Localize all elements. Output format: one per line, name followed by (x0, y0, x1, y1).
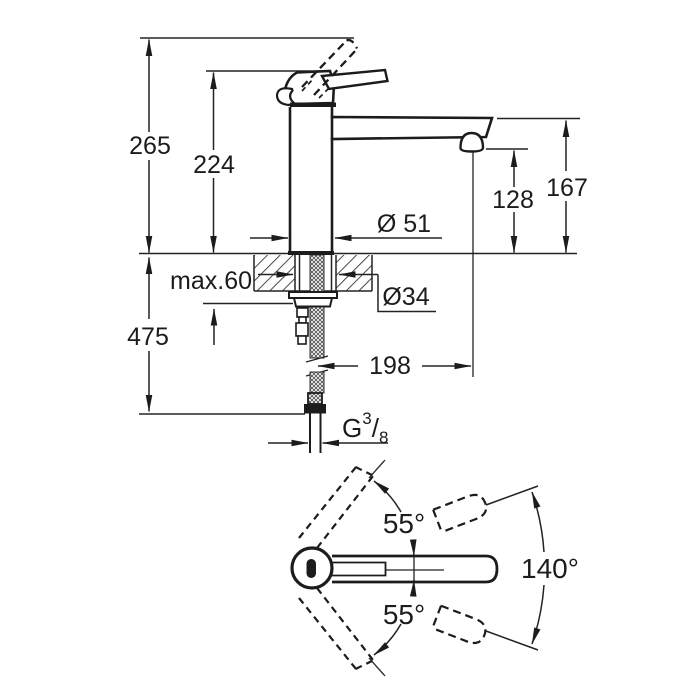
faucet-body (275, 38, 494, 377)
dim-34-label: Ø34 (382, 283, 429, 311)
spout-arm (330, 115, 494, 141)
thread-denominator: 8 (379, 428, 388, 447)
dimension-handle-angle-upper: 55° (298, 459, 425, 557)
dimension-thread-size: G3/8 (268, 409, 388, 447)
fixing-stud-segment (297, 335, 307, 345)
dim-198-label: 198 (369, 352, 411, 380)
lever-rotated-down-dashed (298, 587, 374, 670)
dim-max60-label: max.60 (170, 267, 252, 295)
fixing-stud-segment (296, 307, 309, 318)
dim-265-label: 265 (129, 132, 171, 160)
lever-handle (320, 68, 389, 91)
dimension-overall-height: 265 (129, 37, 354, 253)
dimension-hose-length: 475 (127, 257, 305, 415)
dimension-outlet-height: 128 (486, 148, 534, 253)
threaded-shank-walls (294, 255, 337, 291)
side-view: 265 224 167 128 (127, 37, 588, 453)
worktop-hatch-right (336, 255, 372, 291)
dim-128-label: 128 (492, 186, 534, 214)
body-base-seal (288, 251, 334, 255)
thread-slash: / (372, 413, 380, 443)
top-view: 55° 55° 140° (290, 459, 579, 677)
lever-plan-outline (332, 561, 387, 577)
dim-475-label: 475 (127, 323, 169, 351)
braided-hose-lower (309, 371, 325, 394)
aerator-outlet (459, 131, 485, 153)
dimension-spout-top-height: 167 (497, 117, 588, 253)
swivel-limit-rays (485, 485, 539, 651)
dim-55-upper-label: 55° (383, 508, 425, 539)
dimension-swivel-range: 140° (431, 485, 579, 651)
dimension-max-deck-thickness: max.60 (170, 267, 293, 345)
lever-rotated-up-dashed (298, 466, 374, 549)
dim-thread-label: G3/8 (342, 409, 388, 447)
thread-prefix: G (342, 413, 362, 443)
cartridge-slot (306, 559, 316, 578)
hose-connector-nut (304, 404, 326, 414)
handle-joint-band (290, 102, 336, 107)
fixing-stud-segment (295, 322, 309, 337)
dimensions-side-view: 265 224 167 128 (127, 37, 588, 447)
fixing-stud-segment (298, 316, 307, 324)
dimension-handle-angle-lower: 55° (298, 579, 425, 677)
connection-tube (309, 413, 322, 453)
dimension-hole-diameter: Ø34 (258, 271, 436, 313)
body-column-fill (290, 107, 332, 254)
handle-front-tip (275, 87, 297, 107)
worktop-hatch-left (254, 255, 295, 291)
dimension-body-diameter: Ø 51 (250, 210, 442, 242)
dimension-spout-reach: 198 (317, 352, 472, 380)
spout-rotated-up-dashed (432, 493, 488, 534)
dim-55-lower-label: 55° (383, 599, 425, 630)
spout-rotated-down-dashed (431, 604, 487, 645)
thread-numerator: 3 (362, 409, 371, 428)
mounting-nut-body (292, 297, 334, 308)
handle-base-hidden-edges (301, 77, 332, 99)
dim-224-label: 224 (193, 151, 235, 179)
dimension-body-height: 224 (193, 70, 322, 253)
dim-51-label: Ø 51 (377, 210, 431, 238)
dim-140-label: 140° (521, 553, 579, 584)
hose-end-fitting (307, 392, 323, 405)
dim-167-label: 167 (546, 174, 588, 202)
lever-raised-position-dashed (301, 38, 359, 96)
under-deck-hardware (288, 254, 338, 453)
